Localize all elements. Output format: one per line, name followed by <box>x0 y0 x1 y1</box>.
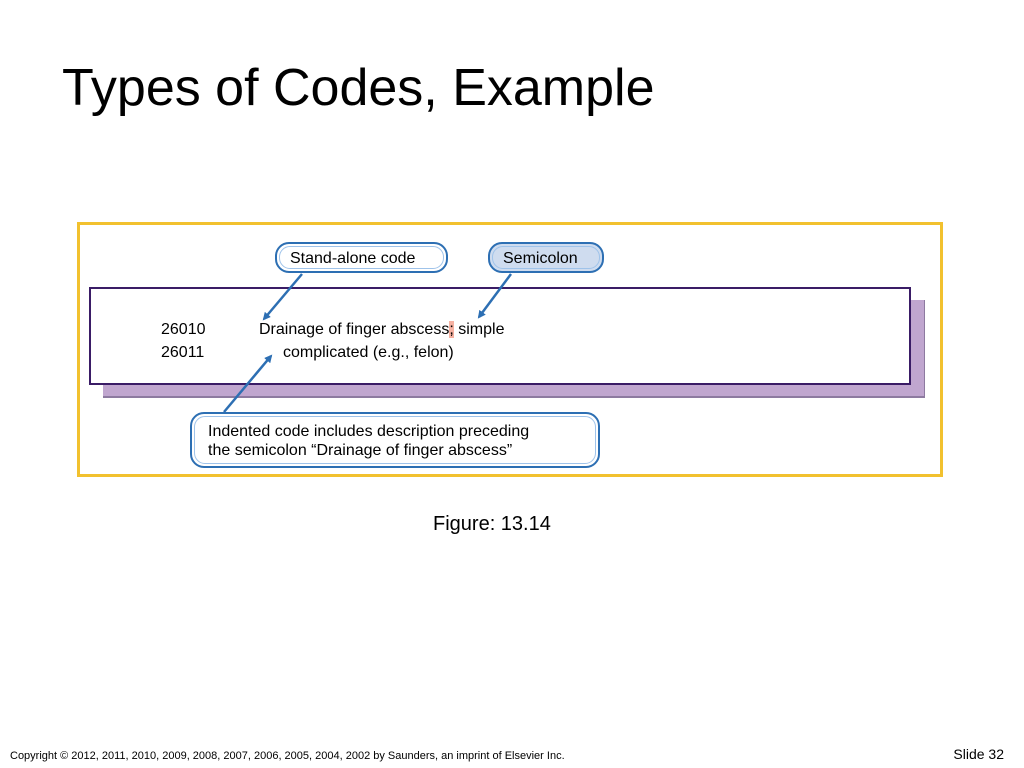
description-after-semicolon: simple <box>453 321 505 338</box>
copyright-footer: Copyright © 2012, 2011, 2010, 2009, 2008… <box>10 750 565 762</box>
indented-code-line-1: Indented code includes description prece… <box>208 423 530 440</box>
code-description-26011: complicated (e.g., felon) <box>283 344 454 361</box>
description-before-semicolon: Drainage of finger abscess <box>259 321 450 338</box>
semicolon-highlight: ; <box>449 321 454 338</box>
semicolon-label: Semicolon <box>503 250 578 267</box>
slide-title: Types of Codes, Example <box>62 59 655 117</box>
code-box: 26010 Drainage of finger abscess; simple… <box>89 287 911 385</box>
indented-code-callout: Indented code includes description prece… <box>190 412 600 468</box>
figure-caption: Figure: 13.14 <box>433 513 551 535</box>
code-description-26010: Drainage of finger abscess; simple <box>259 321 504 339</box>
semicolon-callout: Semicolon <box>488 242 604 273</box>
code-number-26011: 26011 <box>161 344 205 361</box>
code-number-26010: 26010 <box>161 321 206 338</box>
stand-alone-code-label: Stand-alone code <box>290 250 416 267</box>
stand-alone-code-callout: Stand-alone code <box>275 242 448 273</box>
indented-code-line-2: the semicolon “Drainage of finger absces… <box>208 442 513 459</box>
slide-number: Slide 32 <box>953 746 1004 762</box>
